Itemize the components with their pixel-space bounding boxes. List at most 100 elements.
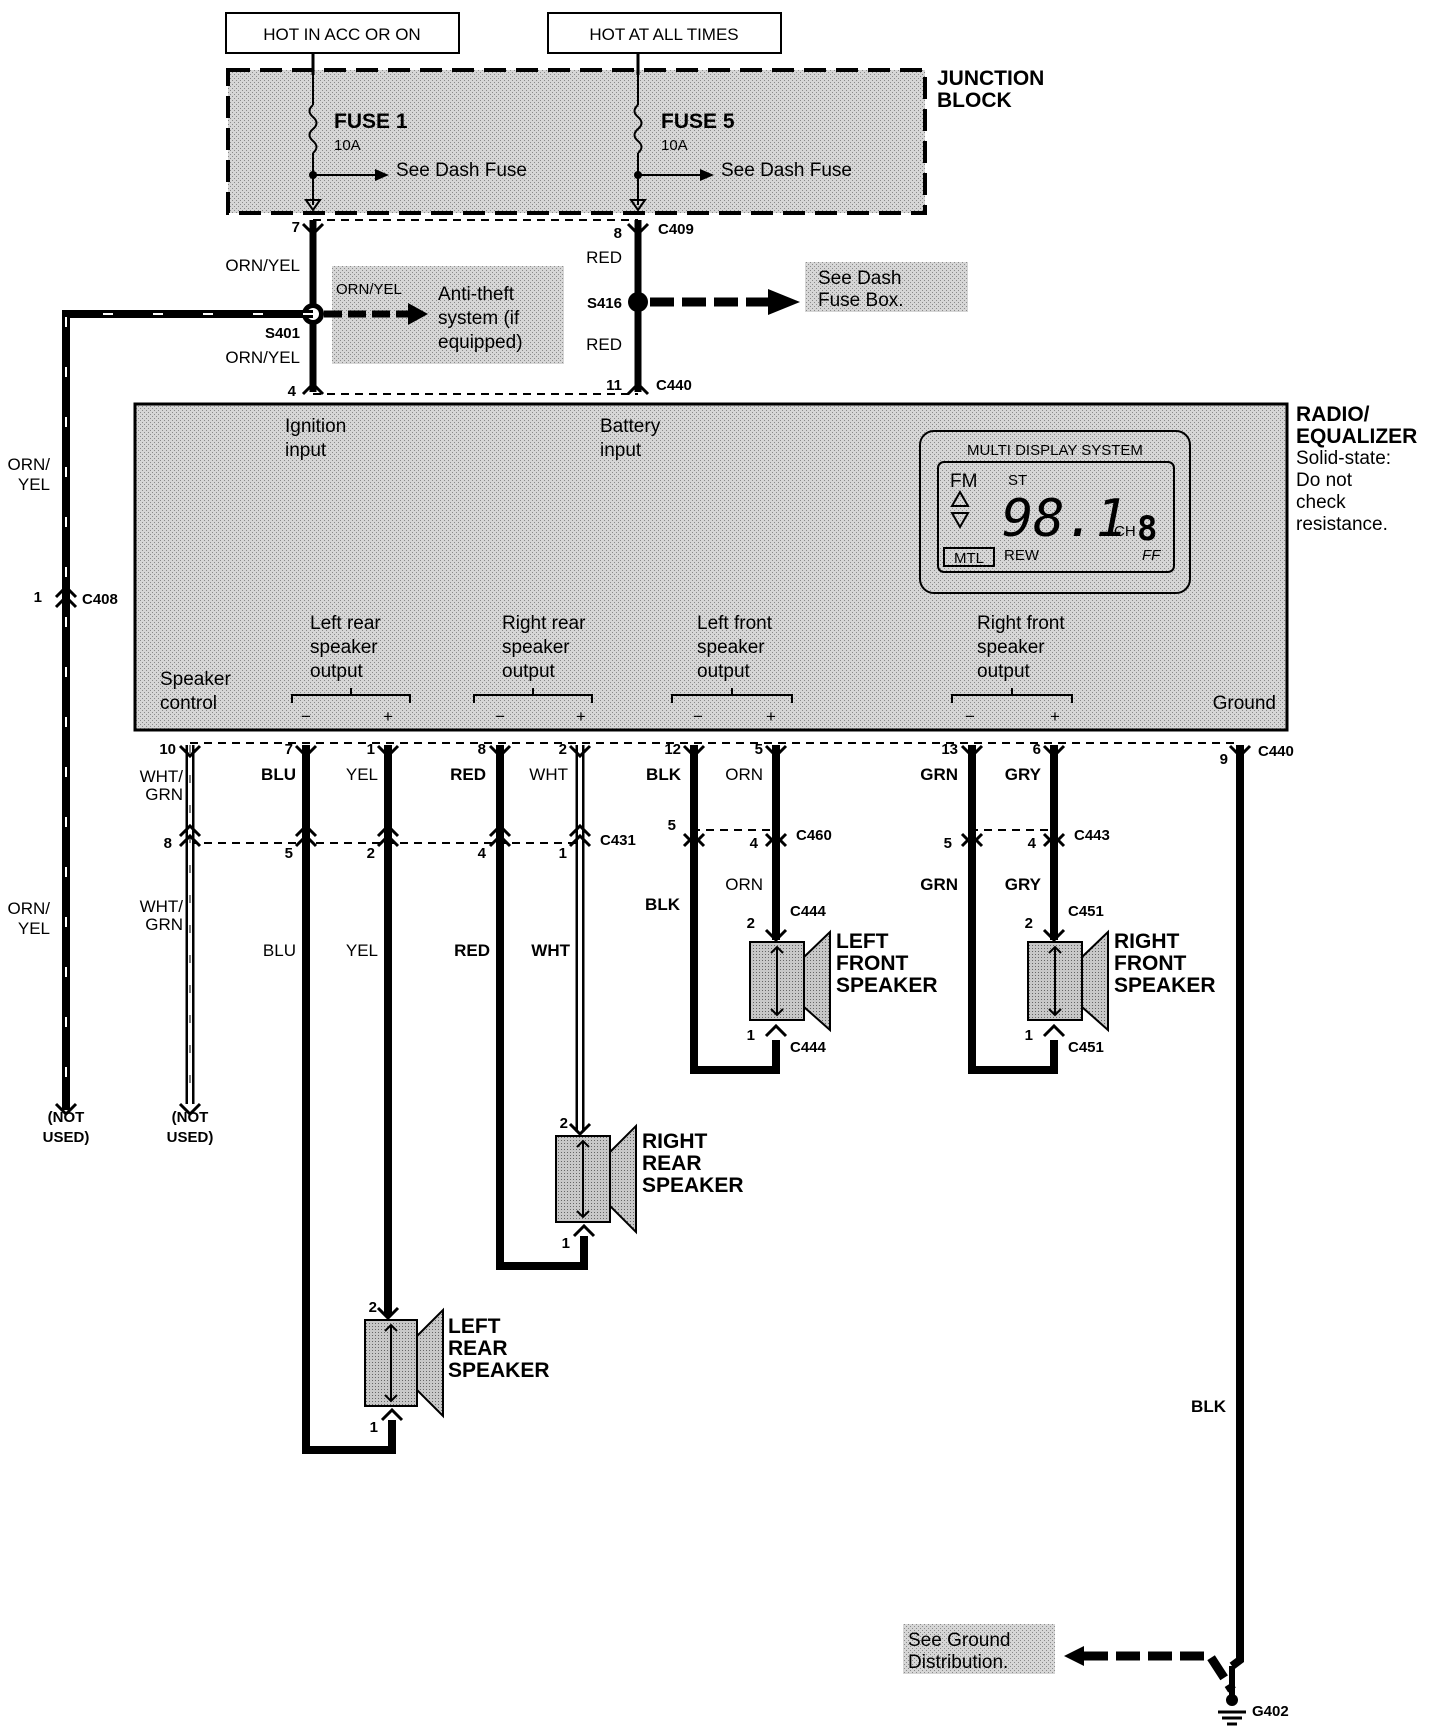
c408-pin: 1 bbox=[34, 589, 42, 606]
frequency-readout: 98.1 bbox=[1002, 489, 1127, 549]
blu-label-2: BLU bbox=[263, 941, 296, 960]
junction-block-title-line2: BLOCK bbox=[937, 89, 1012, 112]
g402-label: G402 bbox=[1252, 1703, 1289, 1720]
orn-yel-label-1: ORN/YEL bbox=[225, 256, 300, 275]
c460-pin-5: 5 bbox=[668, 817, 676, 834]
seek-down-icon bbox=[950, 512, 970, 530]
rr-output-line3: output bbox=[502, 661, 556, 682]
rf-pin-2: 2 bbox=[1025, 915, 1033, 932]
junction-block-title-line1: JUNCTION bbox=[937, 67, 1044, 90]
lf-pin-1: 1 bbox=[747, 1027, 755, 1044]
hot-all-label: HOT AT ALL TIMES bbox=[589, 25, 738, 44]
lf-speaker-line1: LEFT bbox=[836, 930, 889, 953]
gry-label-2: GRY bbox=[1005, 875, 1042, 894]
ground-blk-label: BLK bbox=[1191, 1397, 1227, 1416]
wire-gry bbox=[1042, 744, 1066, 940]
lower-wiring: 10 WHT/ GRN 8 WHT/ GRN (NOT USED) 7 BLU … bbox=[140, 741, 1294, 1670]
pin-6-bottom: 6 bbox=[1033, 741, 1041, 758]
rf-output-line2: speaker bbox=[977, 637, 1045, 658]
radio-equalizer: RADIO/ EQUALIZER Solid-state: Do not che… bbox=[133, 402, 1417, 732]
pin-12-bottom: 12 bbox=[664, 741, 681, 758]
lr-pin-1: 1 bbox=[370, 1419, 378, 1436]
radio-note-line2: Do not bbox=[1296, 470, 1353, 491]
blu-label-1: BLU bbox=[261, 765, 296, 784]
rf-speaker-line1: RIGHT bbox=[1114, 930, 1180, 953]
orn-yel-label-2: ORN/YEL bbox=[225, 348, 300, 367]
lr-minus: − bbox=[301, 707, 311, 726]
lf-minus: − bbox=[693, 707, 703, 726]
fuse-5-rating: 10A bbox=[661, 137, 688, 154]
radio-title-line2: EQUALIZER bbox=[1296, 425, 1417, 448]
c431-label: C431 bbox=[600, 832, 636, 849]
wire-wht-grn bbox=[178, 744, 202, 1117]
fuse-5-symbol bbox=[633, 104, 643, 154]
red-label-1: RED bbox=[586, 248, 622, 267]
c444-bottom-label: C444 bbox=[790, 1039, 827, 1056]
g402-ground-icon bbox=[1226, 1694, 1238, 1706]
c440-bottom-label: C440 bbox=[1258, 743, 1294, 760]
antitheft-line3: equipped) bbox=[438, 332, 523, 353]
orn-label-2: ORN bbox=[725, 875, 763, 894]
rf-output-line1: Right front bbox=[977, 613, 1065, 634]
pin-11: 11 bbox=[606, 377, 622, 394]
fuse-1-symbol bbox=[308, 104, 318, 154]
grn-label-1: GRN bbox=[920, 765, 958, 784]
c443-pin-5: 5 bbox=[944, 835, 952, 852]
ground-label: Ground bbox=[1213, 693, 1276, 714]
wht-label-2: WHT bbox=[531, 941, 570, 960]
rf-minus: − bbox=[965, 707, 975, 726]
c409-label: C409 bbox=[658, 221, 694, 238]
antitheft-line1: Anti-theft bbox=[438, 284, 515, 305]
ignition-input-line1: Ignition bbox=[285, 416, 346, 437]
hot-acc-label-box: HOT IN ACC OR ON bbox=[225, 12, 460, 54]
red-label-4: RED bbox=[454, 941, 490, 960]
wire-blk-lf bbox=[682, 744, 780, 1074]
yel-label-2: YEL bbox=[346, 941, 378, 960]
rr-minus: − bbox=[495, 707, 505, 726]
lf-pin-2: 2 bbox=[747, 915, 755, 932]
lf-output-line2: speaker bbox=[697, 637, 765, 658]
blk-label-1: BLK bbox=[646, 765, 682, 784]
grn-label-2: GRN bbox=[920, 875, 958, 894]
c451-bottom-label: C451 bbox=[1068, 1039, 1104, 1056]
left-not-used-line1: (NOT bbox=[48, 1109, 85, 1126]
hot-all-label-box: HOT AT ALL TIMES bbox=[547, 12, 782, 54]
s401-label: S401 bbox=[265, 325, 300, 342]
fuse-5: FUSE 5 10A See Dash Fuse bbox=[629, 53, 852, 212]
ground-dist-line1: See Ground bbox=[908, 1630, 1010, 1651]
pin-10: 10 bbox=[159, 741, 176, 758]
pin-13-bottom: 13 bbox=[941, 741, 958, 758]
wire-wht bbox=[568, 744, 592, 1132]
mtl-label: MTL bbox=[954, 550, 984, 567]
wht-label-1: WHT bbox=[529, 765, 568, 784]
wht-grn-label-1b: GRN bbox=[145, 785, 183, 804]
output-brackets bbox=[291, 688, 1073, 703]
fuse-1-ref: See Dash Fuse bbox=[396, 160, 527, 181]
ch-label: CH bbox=[1114, 523, 1136, 540]
lf-plus: + bbox=[766, 707, 776, 726]
red-label-3: RED bbox=[450, 765, 486, 784]
rf-pin-1: 1 bbox=[1025, 1027, 1033, 1044]
lf-output-line3: output bbox=[697, 661, 751, 682]
dash-box-line2: Fuse Box. bbox=[818, 290, 904, 311]
antitheft-line2: system (if bbox=[438, 308, 520, 329]
junction-block: JUNCTION BLOCK FUSE 1 10A See Dash Fuse bbox=[226, 53, 1044, 215]
multi-display: MULTI DISPLAY SYSTEM FM ST 98.1 CH 8 MTL… bbox=[919, 430, 1191, 594]
ignition-input-line2: input bbox=[285, 440, 327, 461]
lr-pin-2: 2 bbox=[369, 1299, 377, 1316]
antitheft-box bbox=[332, 266, 564, 364]
ground-dist-box bbox=[903, 1624, 1055, 1674]
s416-label: S416 bbox=[587, 295, 622, 312]
c431-pin-2: 2 bbox=[367, 845, 375, 862]
c408-label: C408 bbox=[82, 591, 118, 608]
wire-grn bbox=[960, 744, 1058, 1074]
pin-7-bottom: 7 bbox=[285, 741, 293, 758]
c460-pin-4: 4 bbox=[750, 835, 759, 852]
right-front-speaker: 2 C451 1 C451 RIGHT FRONT SPEAKER bbox=[1025, 903, 1216, 1056]
lr-speaker-line1: LEFT bbox=[448, 1315, 501, 1338]
wire-blu bbox=[294, 744, 396, 1454]
fuse-5-ref: See Dash Fuse bbox=[721, 160, 852, 181]
ground-dist-arrow bbox=[1064, 1646, 1084, 1666]
wht-grn-label-1a: WHT/ bbox=[140, 767, 184, 786]
